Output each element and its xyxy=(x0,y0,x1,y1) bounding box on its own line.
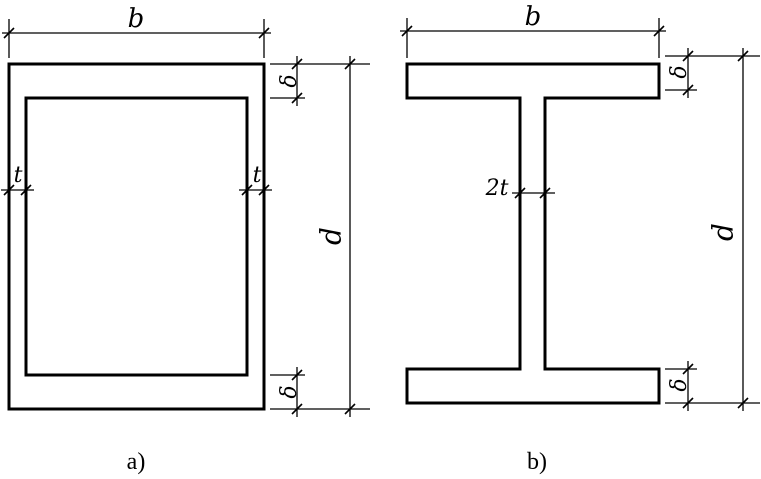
i-top-flange-dimension: δ xyxy=(667,48,694,98)
box-right-wall-label: t xyxy=(253,163,262,188)
box-inner-outline xyxy=(24,96,249,377)
i-height-dimension: d xyxy=(707,48,749,411)
box-right-wall-dimension: t xyxy=(239,163,272,196)
box-width-dimension: b xyxy=(2,4,271,58)
box-left-wall-label: t xyxy=(14,163,23,188)
i-caption: b) xyxy=(527,449,547,475)
box-bottom-flange-label: δ xyxy=(277,385,302,398)
box-top-flange-dimension: δ xyxy=(277,56,303,106)
box-section: b t t δ xyxy=(1,4,370,475)
box-caption: a) xyxy=(127,449,146,475)
i-bottom-flange-dimension: δ xyxy=(667,361,694,411)
box-top-flange-label: δ xyxy=(277,74,302,87)
box-bottom-flange-dimension: δ xyxy=(277,367,303,417)
i-bottom-flange-label: δ xyxy=(667,378,692,391)
box-outer-outline xyxy=(7,62,266,411)
i-web-dimension: 2t xyxy=(485,176,555,201)
i-section-outline xyxy=(405,62,661,405)
box-height-dimension: d xyxy=(315,56,356,417)
i-width-dimension: b xyxy=(400,2,666,58)
box-height-label: d xyxy=(315,227,348,245)
box-width-label: b xyxy=(128,4,145,34)
box-left-wall-dimension: t xyxy=(1,163,34,196)
i-section: b 2t δ δ xyxy=(400,2,760,475)
i-web-label: 2t xyxy=(485,176,509,201)
i-top-flange-label: δ xyxy=(667,65,692,78)
i-height-label: d xyxy=(707,223,740,241)
i-width-label: b xyxy=(525,2,542,32)
